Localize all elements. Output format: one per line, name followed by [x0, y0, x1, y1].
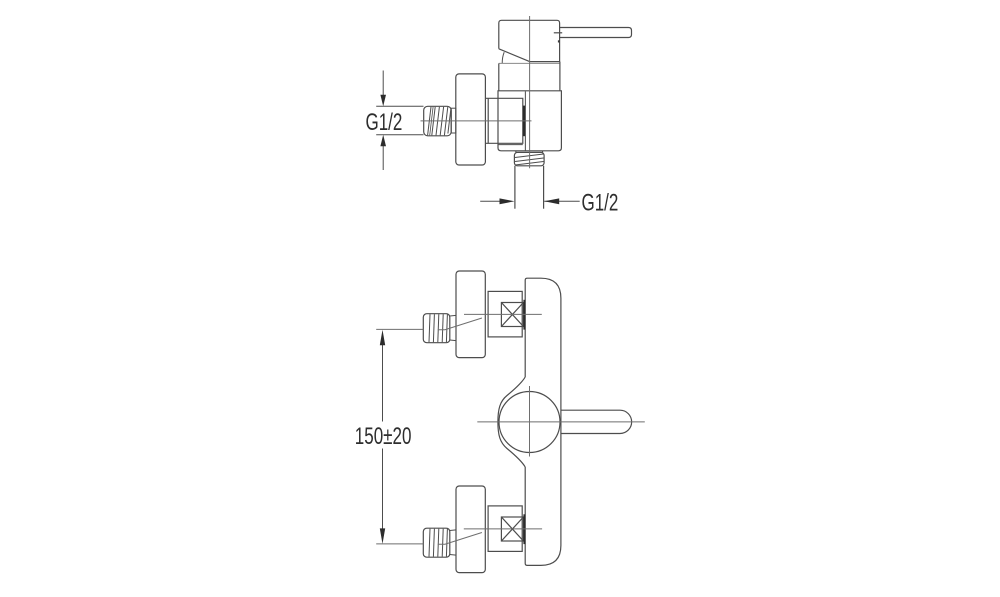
svg-text:G1/2: G1/2: [366, 109, 403, 136]
svg-text:150±20: 150±20: [355, 423, 412, 450]
svg-text:G1/2: G1/2: [582, 190, 619, 217]
